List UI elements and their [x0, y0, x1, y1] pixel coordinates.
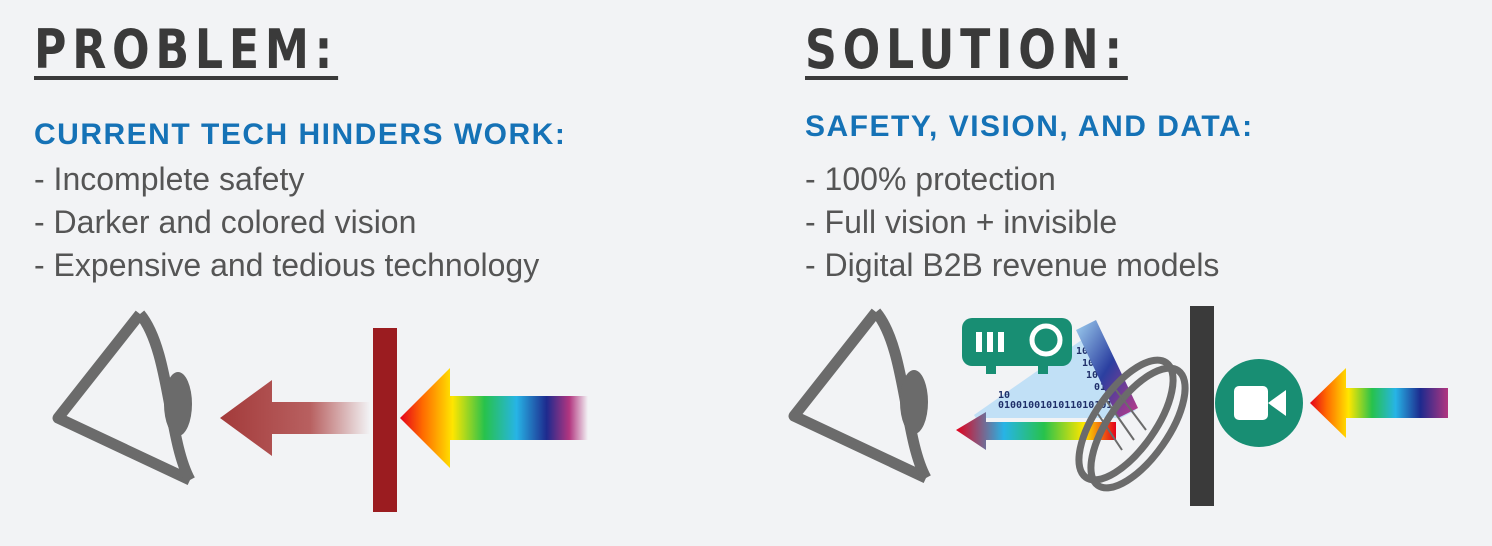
- spectrum-arrow-icon: [1310, 368, 1448, 438]
- problem-illustration: [52, 310, 588, 512]
- solution-bullet: Full vision + invisible: [805, 201, 1219, 244]
- arrow-icon: [220, 380, 370, 456]
- blocker-bar: [1190, 306, 1214, 506]
- solution-column: SOLUTION: SAFETY, VISION, AND DATA: 100%…: [746, 0, 1486, 546]
- camera-icon: [1215, 359, 1303, 447]
- solution-bullet-list: 100% protection Full vision + invisible …: [805, 158, 1220, 287]
- problem-column: PROBLEM: CURRENT TECH HINDERS WORK: Inco…: [0, 0, 740, 546]
- problem-bullet: Incomplete safety: [34, 158, 539, 201]
- solution-bullet: Digital B2B revenue models: [805, 244, 1220, 287]
- solution-illustration: 0100100101011010101 10 101 101 1010 0101: [788, 306, 1448, 506]
- problem-bullet: Expensive and tedious technology: [34, 244, 540, 287]
- eye-icon: [52, 310, 195, 485]
- lens-icon: [1075, 356, 1189, 492]
- svg-text:101: 101: [1076, 346, 1094, 357]
- solution-title: SOLUTION:: [805, 18, 1128, 81]
- reflected-spectrum-arrow-icon: [956, 412, 1116, 450]
- svg-text:10: 10: [998, 390, 1010, 401]
- problem-title: PROBLEM:: [34, 18, 339, 81]
- problem-subtitle: CURRENT TECH HINDERS WORK:: [34, 118, 567, 151]
- eye-icon: [788, 308, 931, 483]
- solution-bullet: 100% protection: [805, 158, 1219, 201]
- problem-bullet-list: Incomplete safety Darker and colored vis…: [34, 158, 540, 287]
- solution-subtitle: SAFETY, VISION, AND DATA:: [805, 110, 1254, 143]
- projector-icon: [962, 318, 1072, 374]
- problem-bullet: Darker and colored vision: [34, 201, 539, 244]
- spectrum-arrow-icon: [400, 368, 588, 468]
- diagonal-beam: [1076, 320, 1138, 418]
- svg-text:0100100101011010101: 0100100101011010101: [998, 400, 1112, 411]
- blocker-bar: [373, 328, 397, 512]
- svg-text:101: 101: [1082, 358, 1100, 369]
